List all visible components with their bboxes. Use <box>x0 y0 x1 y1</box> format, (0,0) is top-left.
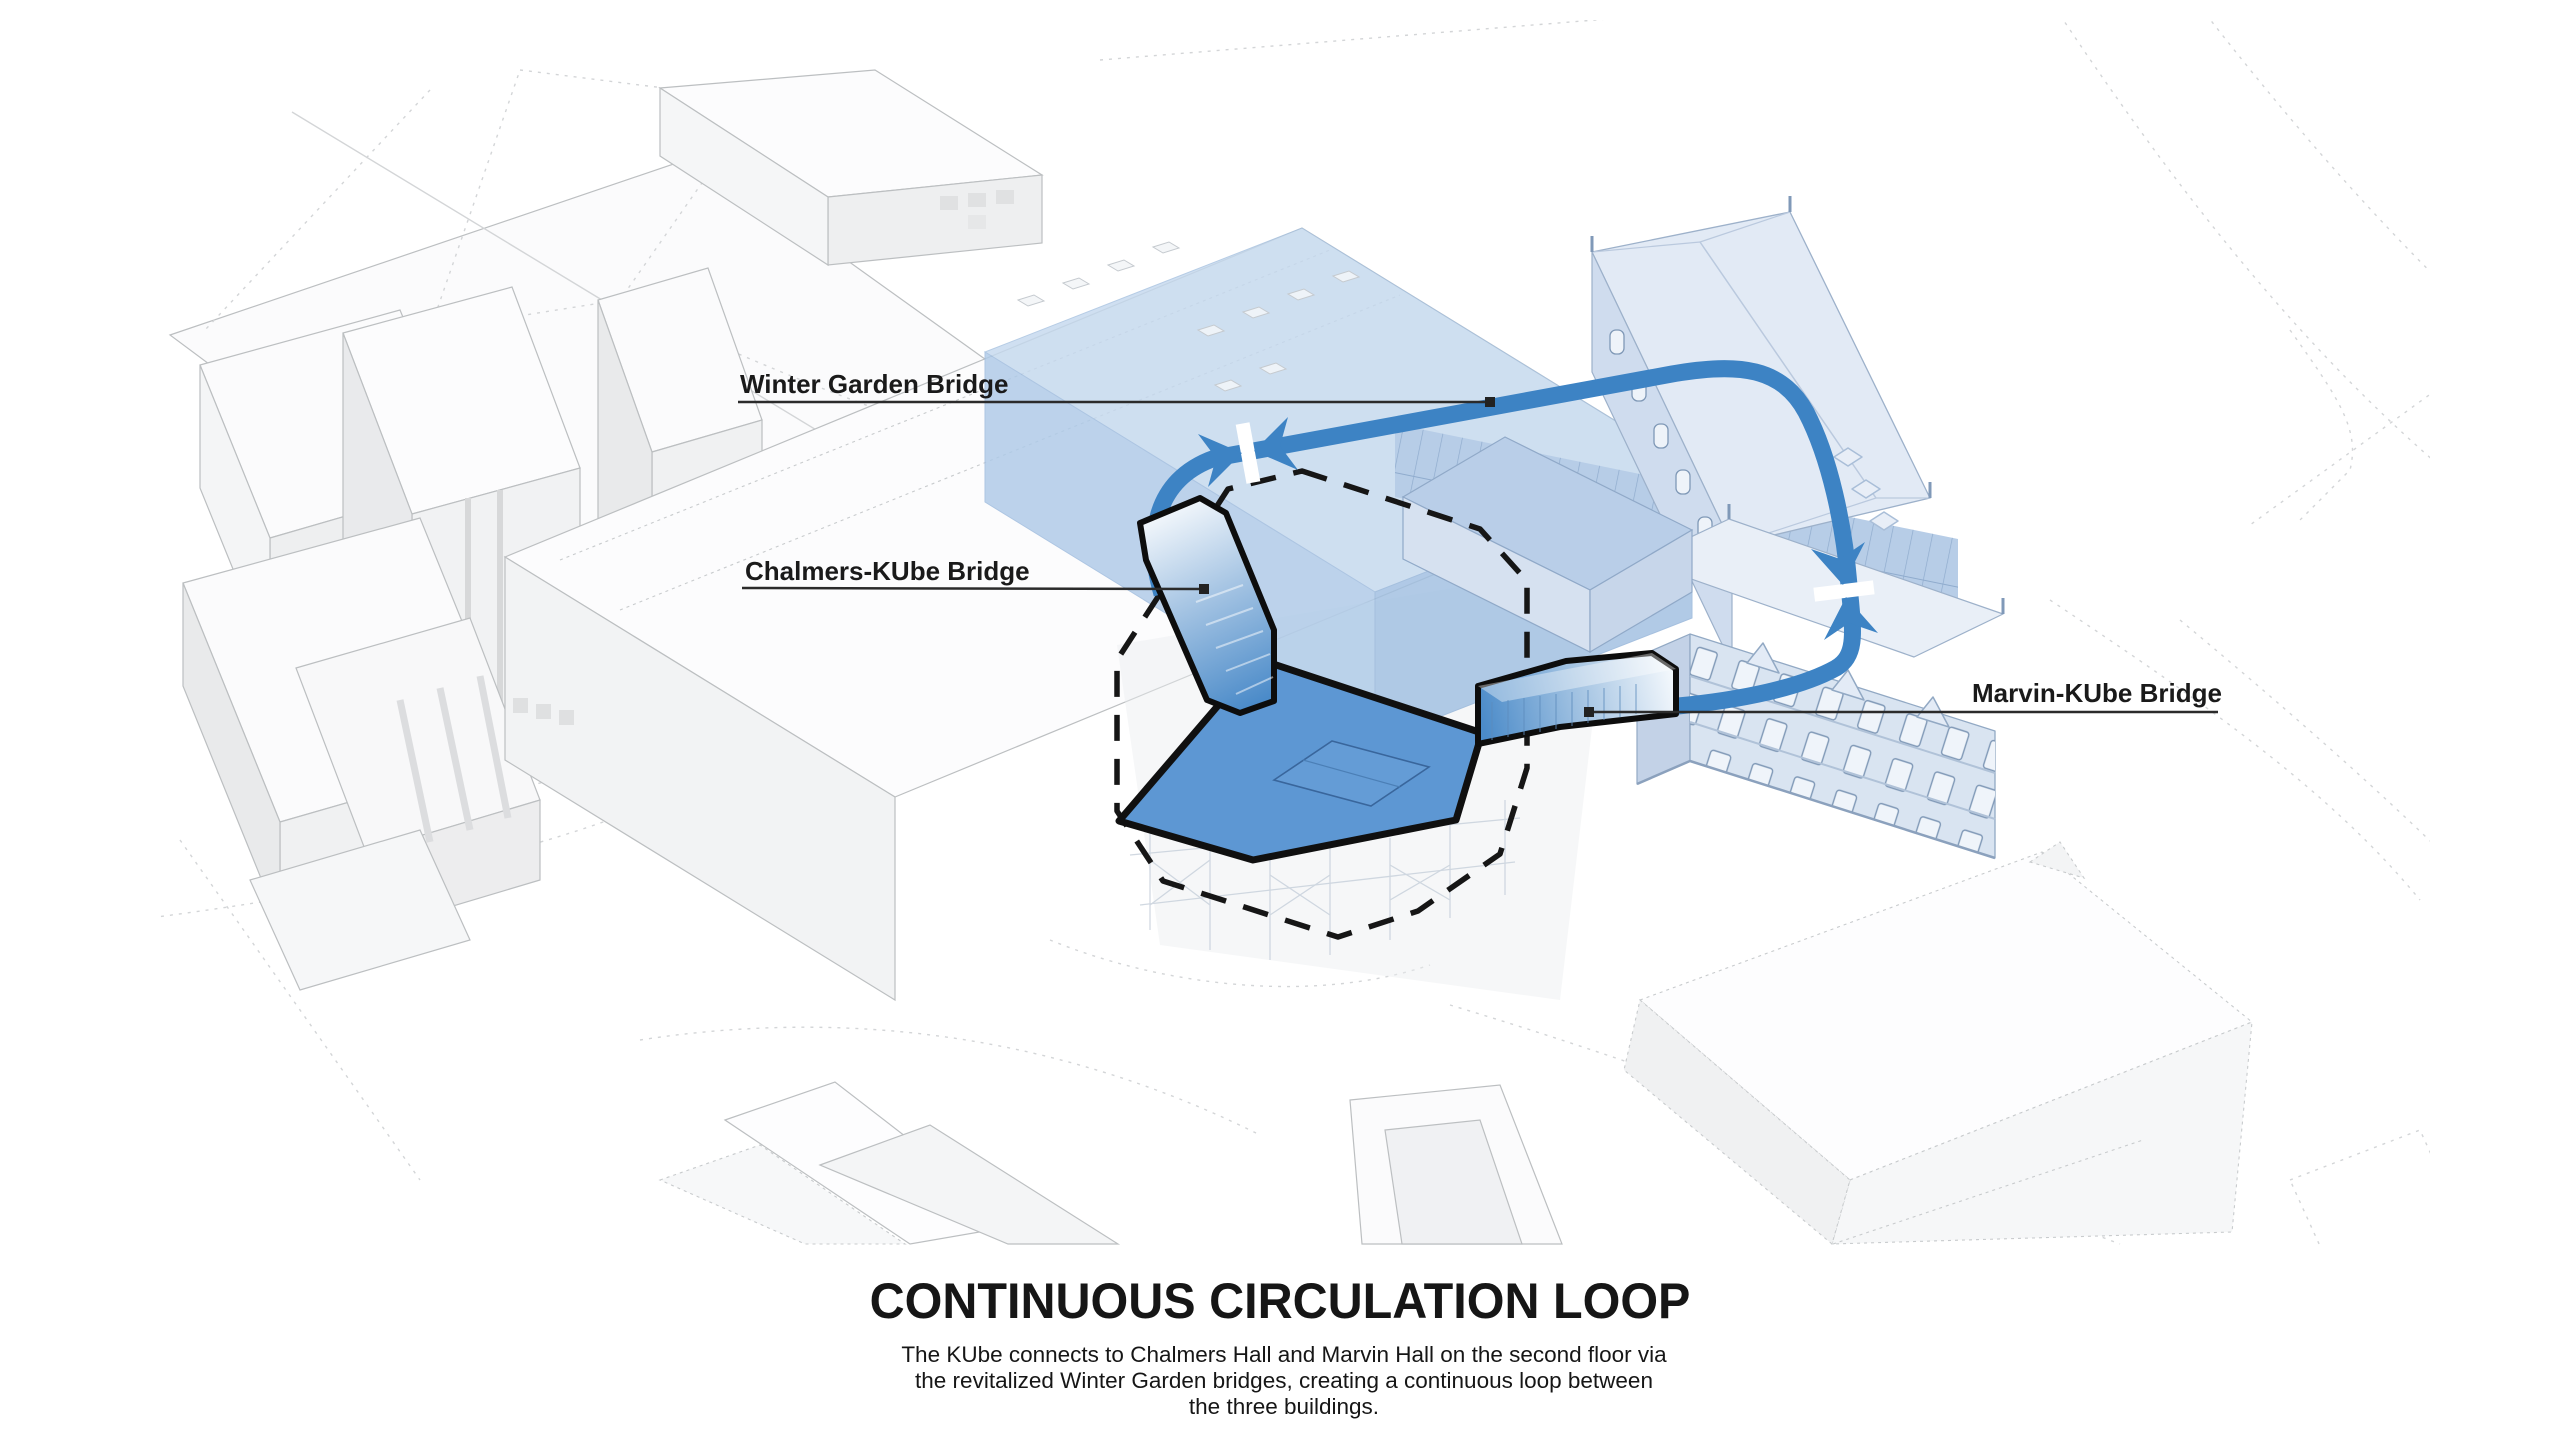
chalmers-kube-bridge-shape <box>1137 495 1277 716</box>
building-top-box <box>658 69 1044 267</box>
kube-roof <box>1115 655 1486 864</box>
roof-vents <box>1016 241 1361 392</box>
building-lower-left <box>182 517 541 991</box>
kube-footprint-dashed-outline <box>1114 468 1530 940</box>
callout-marvin-kube-bridge: Marvin-KUbe Bridge <box>1584 678 2222 717</box>
caption-description-line-1: The KUbe connects to Chalmers Hall and M… <box>901 1342 1667 1367</box>
circulation-loop <box>1145 360 1878 715</box>
page-title: CONTINUOUS CIRCULATION LOOP <box>870 1273 1691 1329</box>
winter-garden-bridge-label: Winter Garden Bridge <box>740 369 1008 399</box>
marvin-kube-bridge-shape <box>1475 650 1679 747</box>
marvin-kube-bridge-label: Marvin-KUbe Bridge <box>1972 678 2222 708</box>
flow-meeting-arrows-icon <box>1198 417 1878 640</box>
caption-block: CONTINUOUS CIRCULATION LOOP The KUbe con… <box>870 1273 1691 1419</box>
marvin-kube-leader-dot <box>1584 707 1594 717</box>
foreground-buildings <box>658 1081 1563 1245</box>
winter-garden-leader-dot <box>1485 397 1495 407</box>
callout-winter-garden-bridge: Winter Garden Bridge <box>738 369 1495 407</box>
caption-description-line-2: the revitalized Winter Garden bridges, c… <box>915 1368 1653 1393</box>
building-bottom-right <box>1623 841 2254 1245</box>
caption-description-line-3: the three buildings. <box>1189 1394 1379 1419</box>
chalmers-kube-leader-line <box>741 586 1205 591</box>
loop-gap <box>1235 422 1261 484</box>
chalmers-kube-leader-dot <box>1199 584 1209 594</box>
callout-chalmers-kube-bridge: Chalmers-KUbe Bridge <box>741 556 1209 594</box>
white-campus-buildings <box>182 69 2254 1245</box>
loop-gap <box>1813 580 1875 602</box>
chalmers-kube-bridge-label: Chalmers-KUbe Bridge <box>745 556 1030 586</box>
circulation-loop-path <box>1145 360 1861 715</box>
kube-annex-box <box>1401 436 1694 654</box>
